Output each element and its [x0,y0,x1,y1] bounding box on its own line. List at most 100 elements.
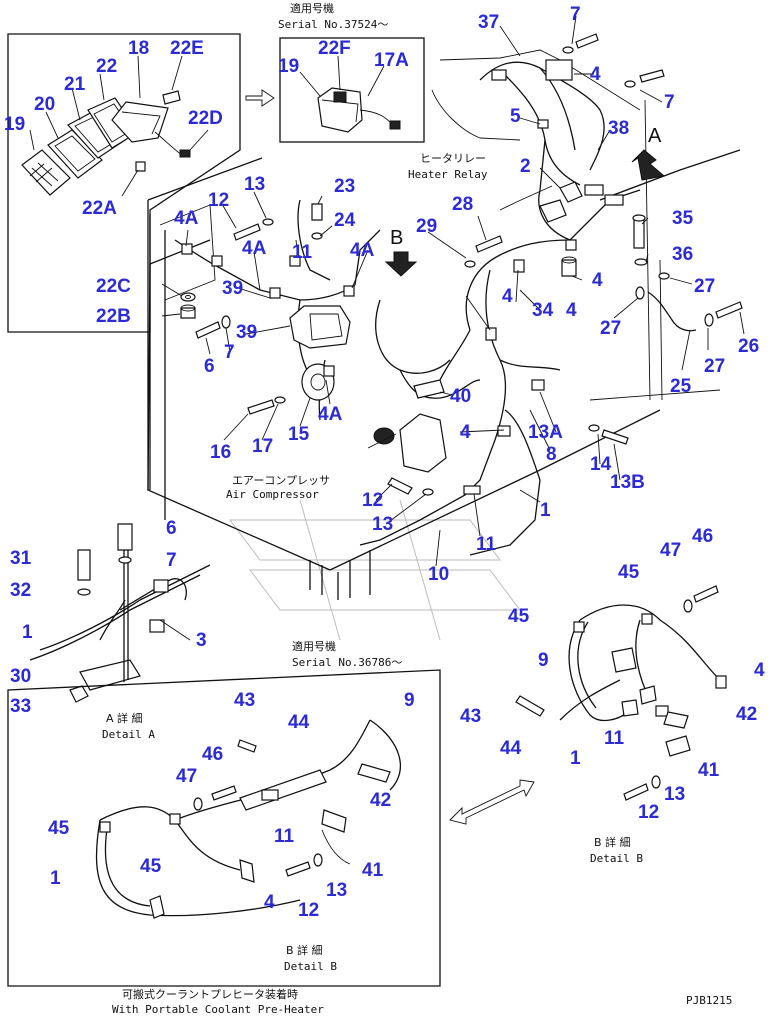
detail-b-left-drawing [7,669,441,987]
callout: 43 [234,690,255,711]
note-top-serial-jp: 適用号機 [290,1,334,15]
callout: 7 [224,342,235,363]
callout: 27 [600,318,621,339]
callout: 13 [326,880,347,901]
callout: 3 [196,630,207,651]
callout: 22 [96,56,117,77]
callout: 4 [460,422,471,443]
callout: 22A [82,198,117,219]
callout: 4A [242,238,267,259]
callout: 17A [374,50,409,71]
callout: 30 [10,666,31,687]
callout: 22C [96,276,131,297]
callout: 16 [210,442,231,463]
callout: 45 [618,562,640,583]
callout: 18 [128,38,149,59]
components [181,33,743,496]
callout: 42 [736,704,757,725]
callout: 1 [22,622,33,643]
callout: 19 [278,56,299,77]
callout: 25 [670,376,692,397]
callout: 35 [672,208,694,229]
callout: 19 [4,114,25,135]
double-arrow-icon [449,779,535,825]
watermark-logo [229,499,521,641]
callout: 27 [694,276,715,297]
callout: 28 [452,194,473,215]
callout: 47 [660,540,681,561]
callout: 4A [174,208,199,229]
callout: 22F [318,38,351,59]
callout-labels: 19 20 21 22 18 22E 22D 22A 22C 22B 19 22… [4,4,765,921]
lamp-parts-inset [7,33,241,333]
callout: 22B [96,306,131,327]
callout: 36 [672,244,693,265]
note-detail-b-right-jp: B 詳 細 [594,835,631,849]
callout: 2 [520,156,531,177]
callout: 23 [334,176,355,197]
note-bottom: With Portable Coolant Pre-Heater [112,1003,324,1016]
callout: 1 [50,868,61,889]
view-marker-b: B [390,227,403,249]
view-marker-a: A [648,125,662,147]
callout: 10 [428,564,449,585]
note-detail-a-jp: A 詳 細 [106,711,143,725]
callout: 4 [502,286,513,307]
note-heater-relay: Heater Relay [408,168,488,181]
callout: 4 [592,270,603,291]
callout: 7 [664,92,675,113]
callout: 43 [460,706,481,727]
callout: 11 [274,826,295,847]
callout: 12 [208,190,229,211]
callout: 34 [532,300,554,321]
callout: 13 [664,784,685,805]
callout: 4A [350,240,375,261]
note-detail-a: Detail A [102,728,155,741]
callout: 12 [638,802,659,823]
callout: 32 [10,580,31,601]
callout: 31 [10,548,32,569]
arrow-diagonal-icon [631,149,666,181]
callout: 21 [64,74,86,95]
callout: 22D [188,108,223,129]
callout: 4 [754,660,765,681]
heater-relay-part [539,199,567,223]
callout: 29 [416,216,437,237]
note-top-serial: Serial No.37524～ [278,18,388,31]
callout: 5 [510,106,521,127]
arrow-right-icon [245,89,275,107]
callout: 41 [362,860,384,881]
callout: 20 [34,94,55,115]
callout: 45 [48,818,70,839]
callout: 4 [264,892,275,913]
callout: 14 [590,454,612,475]
callout: 4 [566,300,577,321]
callout: 1 [570,748,581,769]
callout: 15 [288,424,310,445]
callout: 27 [704,356,725,377]
callout: 45 [140,856,162,877]
notes: 適用号機 Serial No.37524～ ヒータリレー Heater Rela… [102,1,732,1016]
callout: 13 [244,174,265,195]
callout: 11 [292,242,313,263]
callout: 13A [528,422,563,443]
callout: 4 [590,64,601,85]
note-mid-serial: Serial No.36786～ [292,656,402,669]
callout: 46 [692,526,713,547]
callout: 22E [170,38,204,59]
note-detail-b-left-jp: B 詳 細 [286,943,323,957]
callout: 39 [236,322,257,343]
callout: 6 [204,356,215,377]
callout: 9 [538,650,549,671]
callout: 13B [610,472,645,493]
callout: 7 [166,550,177,571]
callout: 42 [370,790,391,811]
callout: 4A [318,404,343,425]
frame-outline [147,49,721,600]
note-mid-serial-jp: 適用号機 [292,639,336,653]
callout: 6 [166,518,177,539]
callout: 44 [500,738,522,759]
arrow-down-icon [384,251,418,277]
